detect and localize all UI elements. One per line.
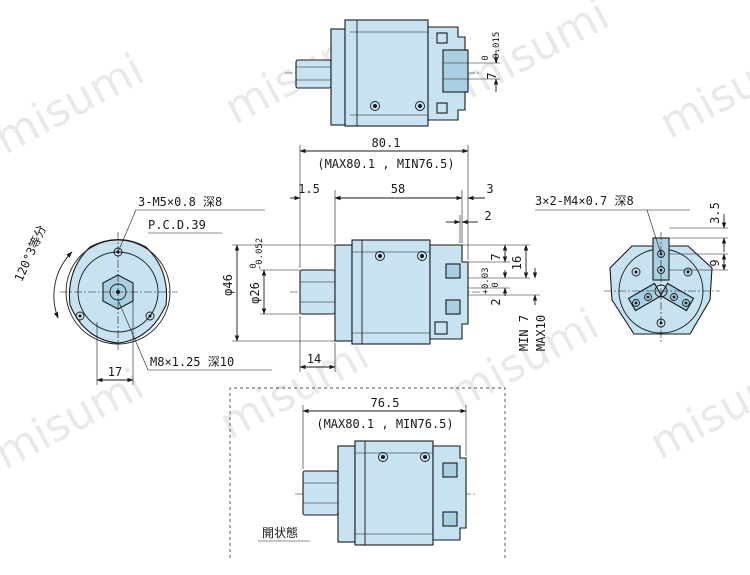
watermark-text: misumi [641,349,750,470]
dim-label: M8×1.25 深10 [150,355,234,369]
watermark-text: misumi [0,359,152,480]
dim-label: (MAX80.1 , MIN76.5) [316,417,453,431]
dim-label: 120°3等分 [12,223,49,284]
dim-label: 3×2-M4×0.7 深8 [535,194,634,208]
tolerance-lower: -0.052 [255,238,265,271]
dim-label: 17 [108,365,122,379]
watermark-text: misumi [451,0,617,110]
tolerance-upper: 0 [249,263,259,268]
watermark-text: misumi [651,29,750,150]
open-view: 76.5 (MAX80.1 , MIN76.5) 開状態 [229,387,506,558]
state-label: 開状態 [262,525,298,540]
dim-label: 9 [708,259,722,266]
dim-label: 3-M5×0.8 深8 [138,195,222,209]
dim-label: MIN 7 [517,315,531,351]
watermark-text: misumi [0,44,152,165]
dim-label: 2 [489,298,503,305]
tolerance-lower: 0 [491,282,501,287]
dim-label: 76.5 [371,396,400,410]
front-view: 80.1 (MAX80.1 , MIN76.5) 1.5 58 3 2 7 16… [221,136,548,372]
dim-label: 7 [489,253,503,260]
tolerance-upper: 0 [481,55,491,60]
dim-label: 3 [486,182,493,196]
right-view: 3×2-M4×0.7 深8 3.5 9 [535,194,728,342]
watermark-text: misumi [211,329,377,450]
dim-label: 7 [485,72,499,79]
dim-label: 1.5 [298,182,320,196]
dim-label: 3.5 [708,202,722,224]
dim-label: MAX10 [534,315,548,351]
tolerance-lower: -0.015 [492,32,502,65]
dim-label: 16 [510,256,524,270]
dim-label: φ26 [248,282,262,304]
dim-label: φ46 [221,274,235,296]
tolerance-upper: +0.03 [481,267,491,294]
top-view: 7 0 -0.015 [285,19,502,127]
dim-label: 80.1 [372,136,401,150]
dim-label: (MAX80.1 , MIN76.5) [317,157,454,171]
dim-label: 14 [307,352,321,366]
dim-label: P.C.D.39 [148,218,206,232]
dim-label: 58 [391,182,405,196]
dim-label: 2 [484,209,491,223]
